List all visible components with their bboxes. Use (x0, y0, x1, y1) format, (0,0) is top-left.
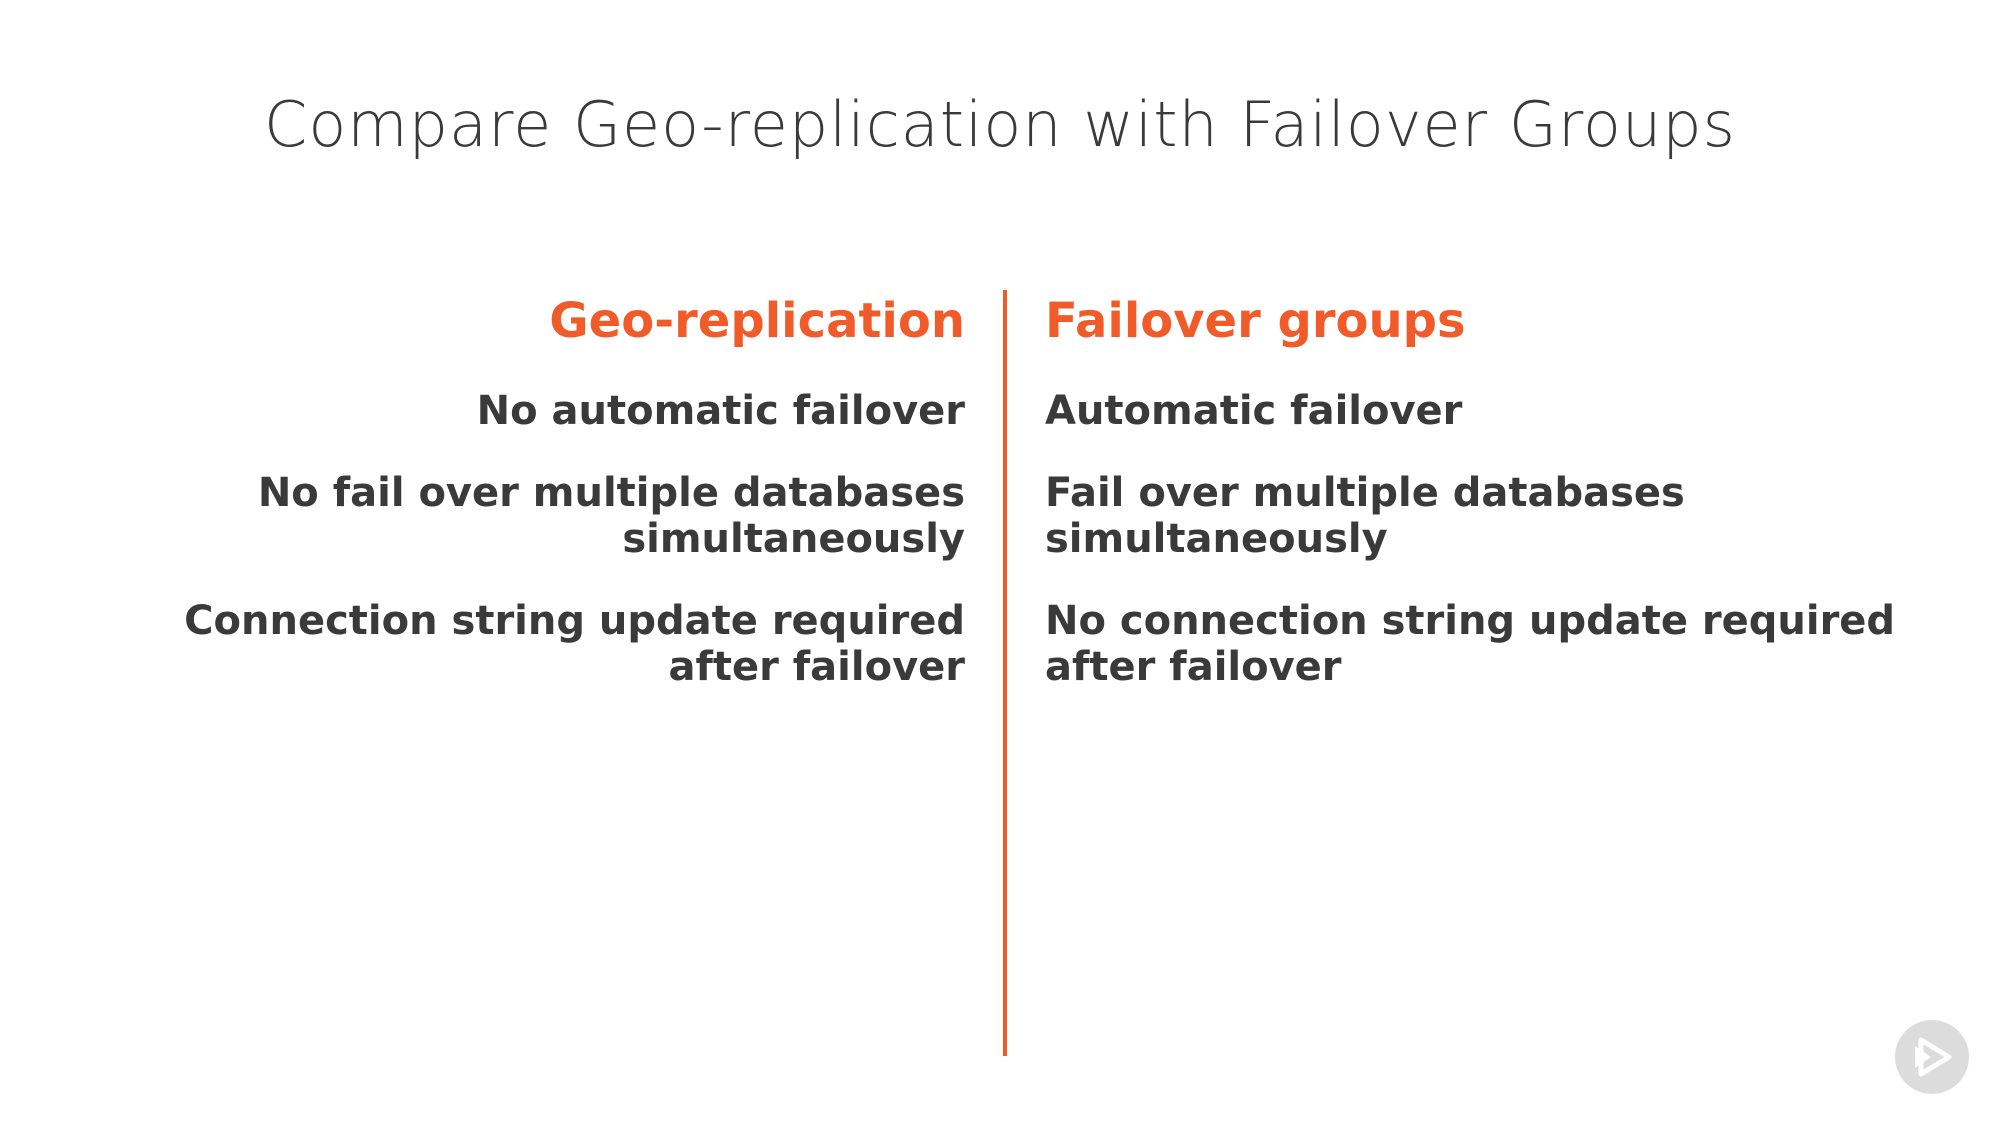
geo-replication-heading: Geo-replication (549, 293, 965, 349)
failover-groups-item: Fail over multiple databases simultaneou… (1045, 470, 1685, 562)
geo-replication-item: Connection string update required after … (184, 598, 965, 690)
geo-replication-column: Geo-replication No automatic failover No… (85, 290, 965, 726)
geo-replication-item: No automatic failover (476, 388, 965, 434)
slide-title: Compare Geo-replication with Failover Gr… (264, 88, 1736, 161)
failover-groups-item: No connection string update required aft… (1045, 598, 1896, 690)
geo-replication-item: No fail over multiple databases simultan… (257, 470, 965, 562)
failover-groups-heading: Failover groups (1045, 293, 1466, 349)
failover-groups-column: Failover groups Automatic failover Fail … (1045, 290, 1905, 726)
failover-groups-item: Automatic failover (1045, 388, 1463, 434)
play-logo-icon (1895, 1020, 1969, 1094)
column-divider (1003, 290, 1007, 1056)
